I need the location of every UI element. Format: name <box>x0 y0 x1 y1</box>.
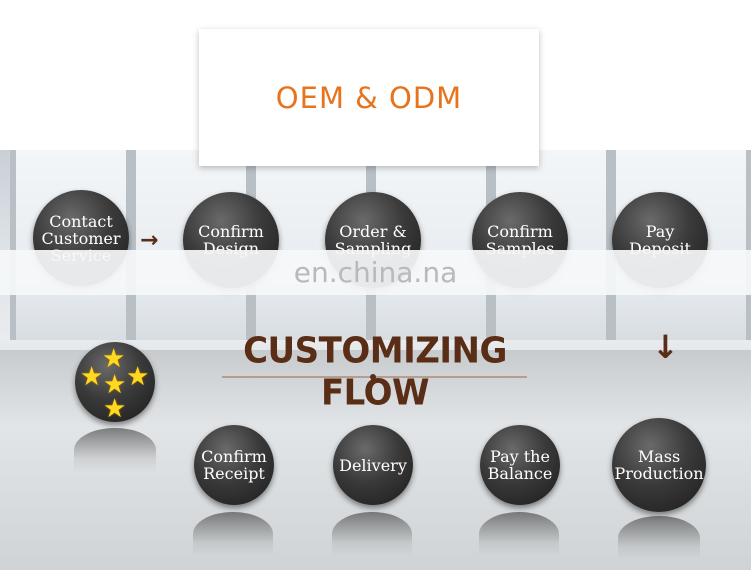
arrow-right-icon: → <box>140 228 159 253</box>
step-label: Pay the Balance <box>487 447 553 483</box>
step-label: Delivery <box>339 455 407 475</box>
title-card: OEM & ODM <box>199 29 539 166</box>
watermark-band <box>0 250 751 295</box>
page-title: OEM & ODM <box>275 80 463 115</box>
step-confirm-receipt: Confirm Receipt <box>194 425 274 505</box>
star-icon: ★ <box>102 344 126 374</box>
step-reflection <box>74 428 156 472</box>
flow-heading: CUSTOMIZING FLOW <box>243 330 507 414</box>
step-pay-the-balance: Pay the Balance <box>480 425 560 505</box>
step-mass-production: Mass Production <box>612 418 706 512</box>
star-icon: ★ <box>103 370 127 400</box>
step-reflection <box>479 512 559 556</box>
watermark-text: en.china.na <box>293 256 458 289</box>
arrow-down-icon: ↓ <box>652 328 679 366</box>
star-icon: ★ <box>103 394 127 424</box>
star-icon: ★ <box>80 362 104 392</box>
step-reflection <box>193 512 273 556</box>
step-label: Mass Production <box>614 447 704 483</box>
step-delivery: Delivery <box>333 425 413 505</box>
step-reflection <box>618 516 700 560</box>
step-label: Confirm Receipt <box>201 447 267 483</box>
star-icon: ★ <box>126 362 150 392</box>
step-reflection <box>332 512 412 556</box>
heading-dot <box>370 374 376 380</box>
rating-stars-circle <box>75 342 155 422</box>
